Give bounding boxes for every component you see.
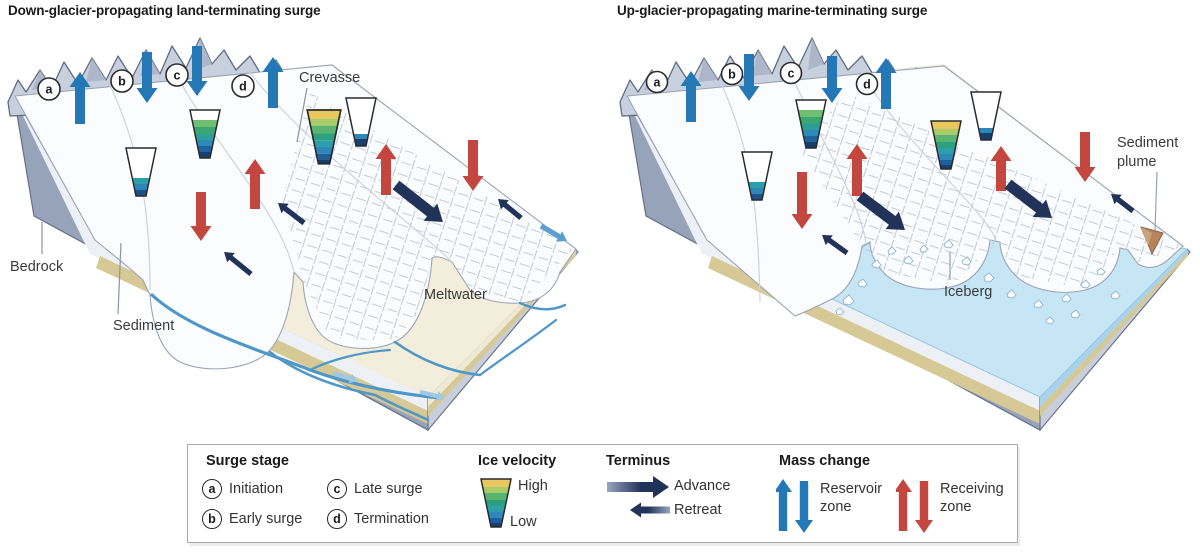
receiving-zone-label: Receiving zone	[940, 481, 1004, 515]
svg-text:b: b	[118, 75, 126, 89]
labels-right: Sediment plume Iceberg	[944, 135, 1178, 300]
terminus-arrows-right	[822, 179, 1135, 256]
svg-text:c: c	[788, 67, 795, 81]
advance-arrow	[856, 191, 905, 230]
stage-markers-left: a b c d	[37, 63, 255, 101]
receiving-zone-arrows-right	[791, 132, 1096, 229]
svg-text:a: a	[46, 83, 54, 97]
velocity-low-label: Low	[510, 514, 537, 530]
legend-item-termination: d Termination	[327, 509, 429, 529]
stage-markers-right: a b c d	[645, 61, 879, 96]
reservoir-zone-label: Reservoir zone	[820, 481, 883, 515]
stage-marker-b: b	[720, 62, 744, 86]
receiving-arrows-icon	[896, 479, 933, 533]
crevasse-label: Crevasse	[299, 70, 360, 86]
stage-marker-b: b	[110, 69, 134, 93]
advance-arrow	[392, 180, 443, 222]
legend-terminus-title: Terminus	[606, 453, 671, 469]
stage-marker-a: a	[202, 479, 222, 499]
panel-title-left: Down-glacier-propagating land-terminatin…	[8, 3, 321, 18]
legend-surge-stage-title: Surge stage	[206, 453, 289, 469]
svg-text:a: a	[654, 76, 662, 90]
velocity-scale-icon	[480, 478, 512, 528]
reservoir-zone-arrows	[69, 46, 284, 124]
stage-marker-d: d	[855, 72, 879, 96]
stream-flow-arrows	[332, 223, 567, 401]
receiving-zone-arrows	[190, 140, 484, 241]
advance-arrow-icon	[607, 476, 669, 498]
sediment-label: Sediment	[113, 318, 174, 334]
retreat-arrow	[822, 235, 849, 256]
svg-text:d: d	[239, 80, 247, 94]
stage-marker-a: a	[37, 77, 61, 101]
meltwater-label: Meltwater	[424, 287, 487, 303]
diagram-land-terminating: a b c d	[7, 37, 579, 432]
retreat-arrow	[498, 199, 523, 220]
stage-marker-c: c	[165, 63, 189, 87]
legend-item-late-surge: c Late surge	[327, 479, 423, 499]
glacier-body-marine	[626, 65, 1184, 317]
stage-marker-a: a	[645, 70, 669, 94]
reservoir-arrows-icon	[776, 479, 813, 533]
reservoir-zone-arrows-right	[680, 54, 897, 122]
legend-item-initiation: a Initiation	[202, 479, 283, 499]
sediment-plume-label-line1: Sediment	[1117, 135, 1178, 151]
legend-mass-change-title: Mass change	[779, 453, 871, 469]
advance-label: Advance	[674, 478, 731, 494]
panel-title-right: Up-glacier-propagating marine-terminatin…	[617, 3, 928, 18]
diagram-marine-terminating: a b c d	[619, 37, 1191, 432]
bedrock-label: Bedrock	[10, 259, 64, 275]
icebergs	[835, 239, 1121, 325]
crevasse-field-marine	[800, 92, 1183, 289]
legend: Surge stage a Initiation b Early surge c…	[187, 444, 1018, 543]
advance-arrow	[1004, 179, 1052, 218]
iceberg-label: Iceberg	[944, 284, 992, 300]
legend-item-early-surge: b Early surge	[202, 509, 302, 529]
stage-marker-c: c	[327, 479, 347, 499]
terminus-arrows-left	[224, 180, 523, 276]
retreat-label: Retreat	[674, 502, 722, 518]
svg-text:d: d	[863, 78, 871, 92]
slab-right-face-marine	[1039, 248, 1191, 432]
stage-marker-c: c	[779, 61, 803, 85]
glacier-diagrams: a b c d	[7, 37, 1191, 432]
svg-text:c: c	[174, 69, 181, 83]
sediment-plume	[1140, 226, 1164, 256]
legend-ice-velocity-title: Ice velocity	[478, 453, 557, 469]
stage-marker-d: d	[231, 74, 255, 98]
labels-left: Crevasse Bedrock Sediment Meltwater	[10, 70, 487, 334]
velocity-high-label: High	[518, 478, 548, 494]
stage-marker-d: d	[327, 509, 347, 529]
svg-text:b: b	[728, 68, 736, 82]
sediment-plume-label-line2: plume	[1117, 154, 1157, 170]
retreat-arrow	[224, 252, 253, 276]
stage-marker-b: b	[202, 509, 222, 529]
meltwater-streams	[150, 293, 567, 422]
retreat-arrow-icon	[630, 502, 670, 518]
retreat-arrow	[278, 203, 306, 226]
retreat-arrow	[1111, 194, 1135, 214]
